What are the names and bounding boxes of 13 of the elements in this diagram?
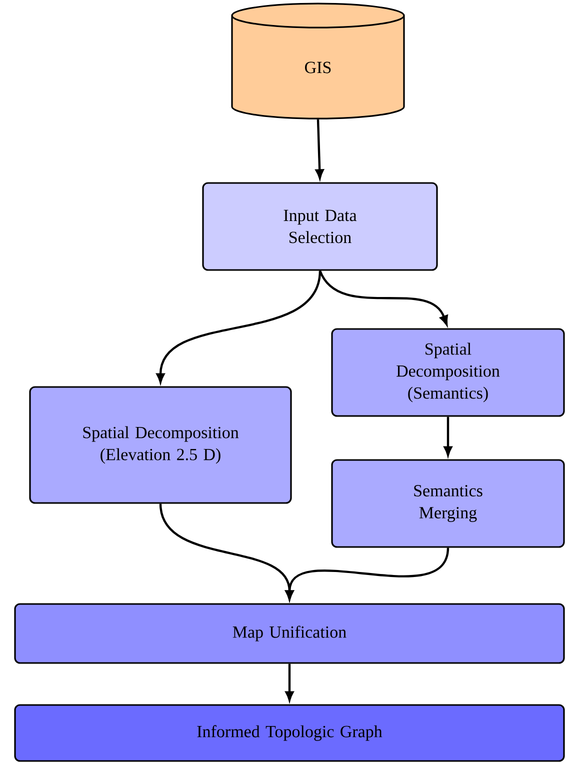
process-box: Map Unification (14, 603, 565, 664)
arrow (444, 416, 452, 456)
process-box: Input Data Selection (202, 182, 438, 271)
arrow (156, 270, 322, 383)
process-box: Informed Topologic Graph (14, 704, 565, 762)
arrow (285, 548, 450, 600)
process-box: Semantics Merging (331, 459, 565, 548)
process-box: Spatial Decomposition (Elevation 2.5 D) (29, 386, 292, 504)
arrow (285, 664, 294, 701)
process-box: Spatial Decomposition (Semantics) (331, 328, 565, 417)
arrow (315, 119, 324, 179)
arrow (319, 270, 448, 326)
database-cylinder: GIS (231, 2, 405, 120)
